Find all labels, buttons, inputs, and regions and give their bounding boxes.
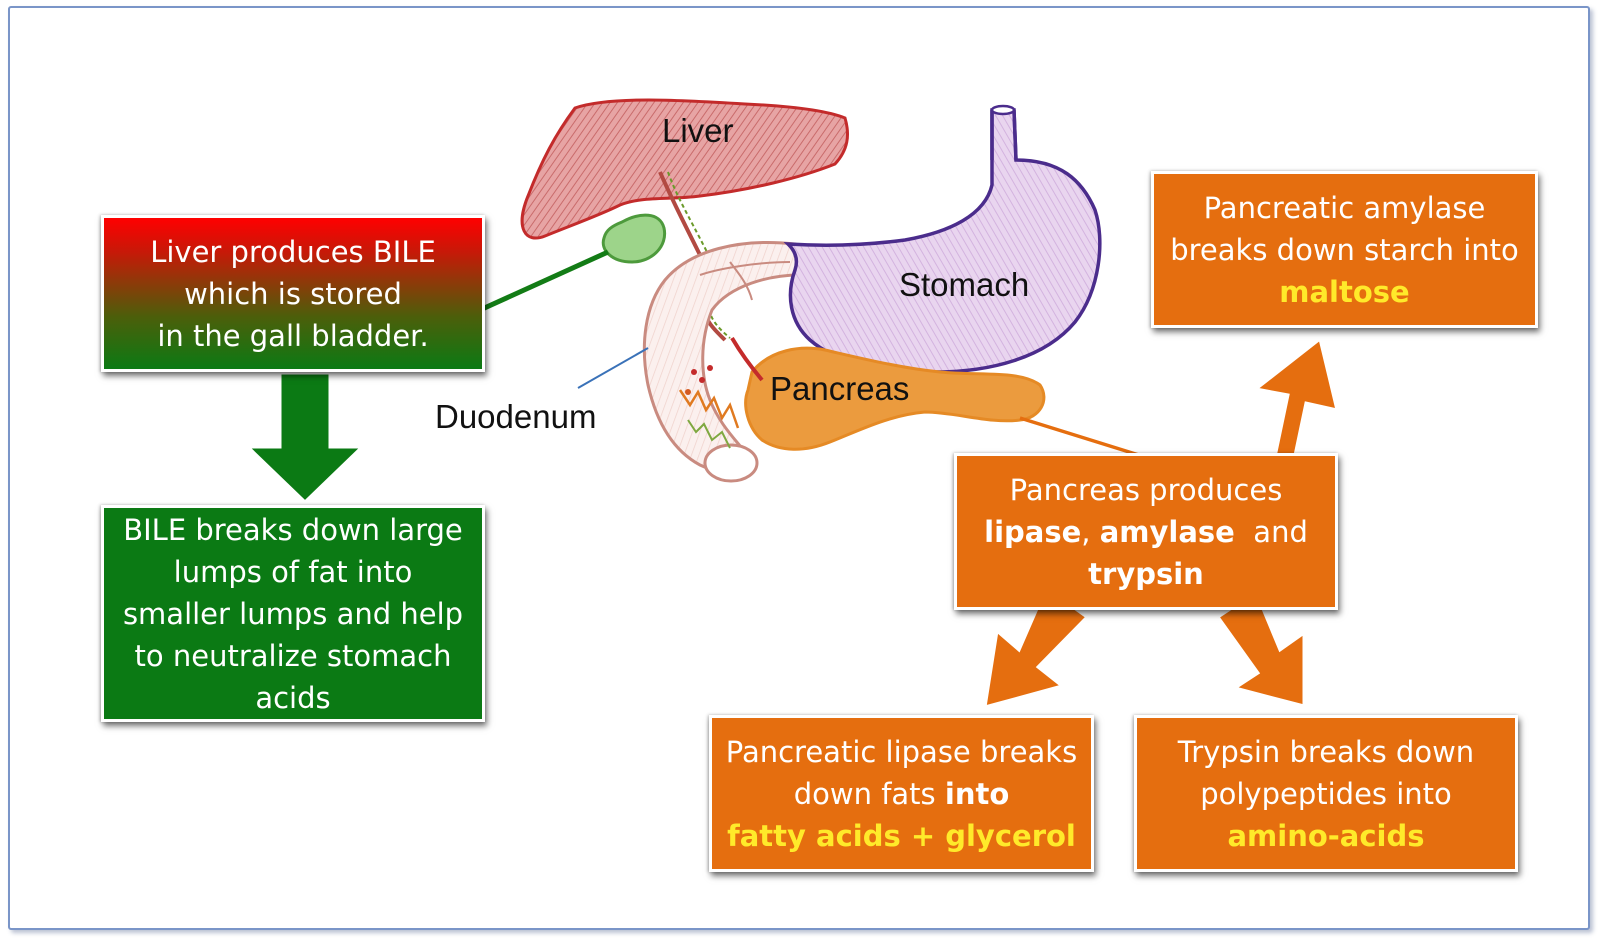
- duodenum-fold: [699, 261, 791, 276]
- bile-box-line-1: Liver produces BILE: [150, 234, 436, 269]
- lipase-line-1: Pancreatic lipase breaks: [725, 734, 1078, 769]
- stomach-label: Stomach: [899, 266, 1030, 303]
- lipase-line-2a: down fats: [793, 776, 936, 811]
- arrow-down-left-orange: [983, 585, 1090, 710]
- duodenum-label: Duodenum: [435, 398, 597, 435]
- esophagus-opening: [990, 104, 1016, 116]
- arrow-up-orange: [1247, 336, 1340, 462]
- duodenum-inner-squiggle: [678, 389, 740, 429]
- amylase-word: amylase: [1099, 514, 1235, 549]
- duodenum-fold: [729, 261, 753, 301]
- comma: ,: [1081, 514, 1091, 549]
- esophagus: [990, 109, 1018, 161]
- trypsin-line-1: Trypsin breaks down: [1177, 734, 1475, 769]
- pancreas-connector: [1019, 416, 1143, 458]
- amylase-product: maltose: [1279, 274, 1410, 309]
- bile-effect-line-2: lumps of fat into: [173, 554, 413, 589]
- pancreas-label: Pancreas: [770, 370, 910, 407]
- trypsin-line-2: polypeptides into: [1200, 776, 1452, 811]
- duodenum-opening: [703, 443, 759, 483]
- duodenum-inner-squiggle: [687, 419, 731, 449]
- lipase-word: lipase: [984, 514, 1082, 549]
- pancreas-line-1: Pancreas produces: [1009, 472, 1283, 507]
- pancreas-line-3: trypsin: [957, 553, 1335, 595]
- amylase-line-1: Pancreatic amylase: [1203, 190, 1486, 225]
- arrow-down-green: [244, 371, 366, 505]
- pancreatic-duct: [730, 336, 764, 382]
- gall-bladder-connector: [478, 249, 610, 313]
- and-word: and: [1253, 514, 1308, 549]
- liver-label: Liver: [662, 112, 734, 149]
- pancreas-line-2: lipase, amylase and: [957, 511, 1335, 553]
- lipase-box: Pancreatic lipase breaks down fats into …: [709, 715, 1094, 872]
- gall-bladder-shape: [601, 213, 667, 264]
- duodenum-connector: [577, 347, 649, 389]
- trypsin-word: trypsin: [1088, 556, 1204, 591]
- bile-box-line-2: which is stored: [184, 276, 402, 311]
- lipase-line-2b: into: [944, 776, 1010, 811]
- bile-box-line-3: in the gall bladder.: [157, 318, 429, 353]
- lipase-product: fatty acids + glycerol: [727, 818, 1076, 853]
- bile-effect-line-4: to neutralize stomach: [134, 638, 452, 673]
- bile-production-box: Liver produces BILE which is stored in t…: [101, 215, 485, 372]
- bile-effect-line-5: acids: [255, 680, 331, 715]
- bile-effect-box: BILE breaks down large lumps of fat into…: [101, 505, 485, 722]
- bile-effect-line-3: smaller lumps and help: [122, 596, 464, 631]
- liver-shape: [520, 98, 849, 240]
- amylase-line-2: breaks down starch into: [1170, 232, 1519, 267]
- amylase-box: Pancreatic amylase breaks down starch in…: [1151, 171, 1538, 328]
- pancreas-enzymes-box: Pancreas produces lipase, amylase and tr…: [954, 453, 1338, 610]
- trypsin-box: Trypsin breaks down polypeptides into am…: [1134, 715, 1518, 872]
- trypsin-product: amino-acids: [1227, 818, 1425, 853]
- pancreas-shape: [744, 346, 1046, 451]
- bile-effect-line-1: BILE breaks down large: [123, 512, 463, 547]
- lipase-line-2: down fats into: [712, 773, 1091, 815]
